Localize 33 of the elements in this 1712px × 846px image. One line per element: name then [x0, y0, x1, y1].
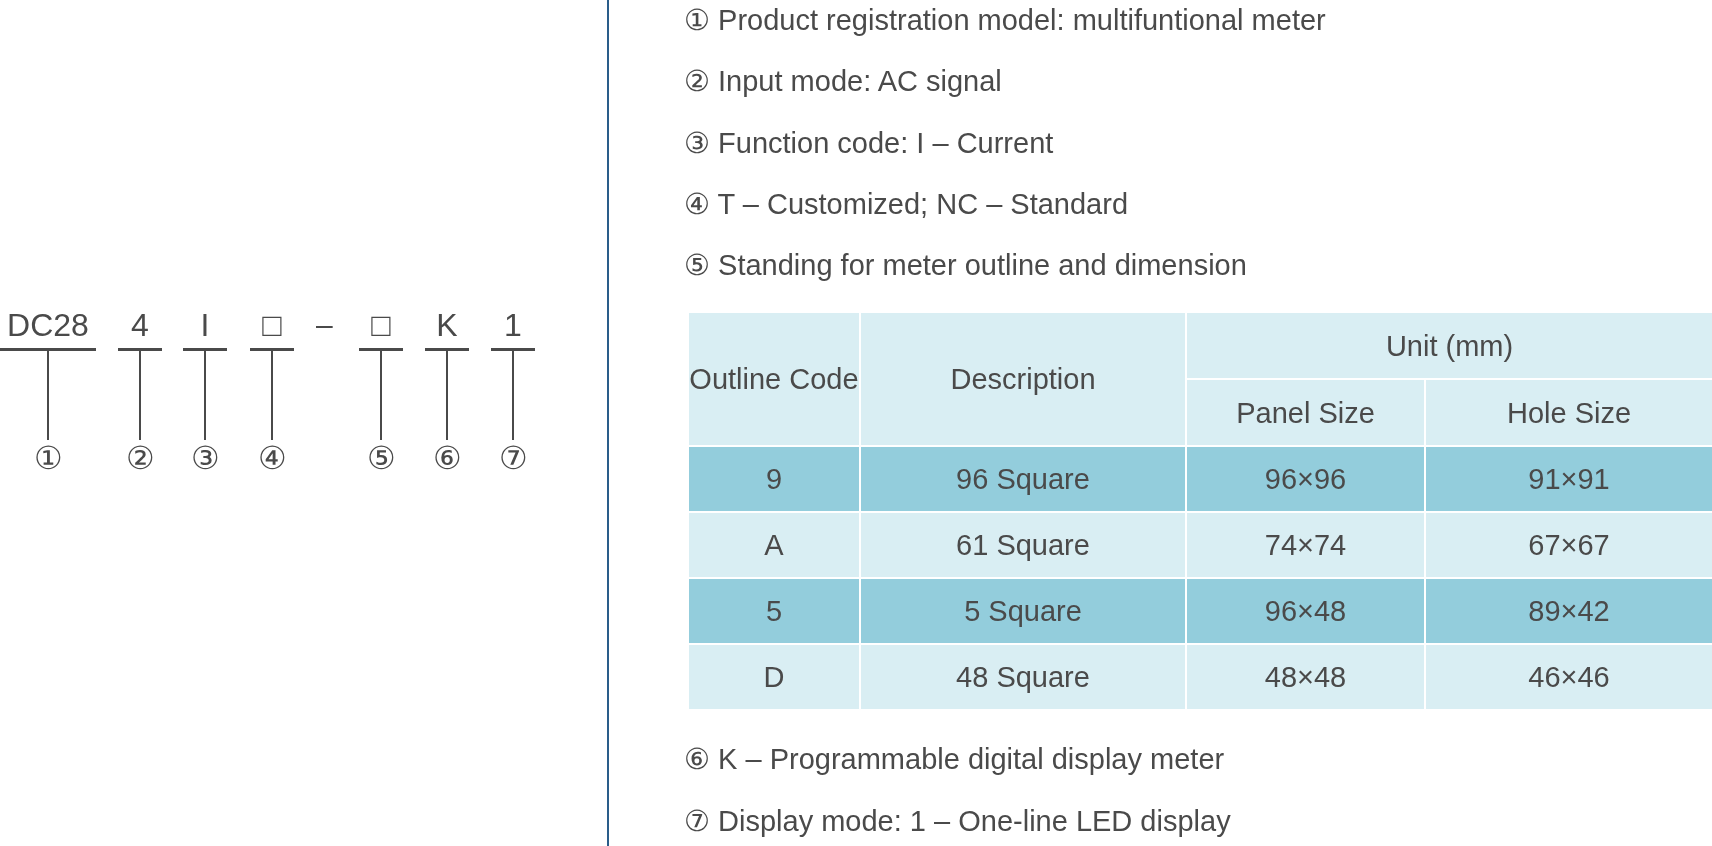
list-item: ② Input mode: AC signal	[684, 64, 1002, 99]
callout-number: ⑦	[493, 440, 533, 476]
list-item: ⑥ K – Programmable digital display meter	[684, 742, 1225, 777]
callout-number: ③	[185, 440, 225, 476]
table-header: Outline Code	[688, 312, 860, 446]
callout-number: ①	[28, 440, 68, 476]
code-segment: 4	[118, 306, 162, 351]
leader-line	[446, 350, 448, 441]
list-item: ③ Function code: I – Current	[684, 126, 1054, 161]
callout-number: ②	[120, 440, 160, 476]
callout-number: ⑥	[427, 440, 467, 476]
list-item: ① Product registration model: multifuntional meter	[684, 3, 1326, 38]
code-segment: DC28	[0, 306, 96, 351]
leader-line	[512, 350, 514, 441]
table-cell: 48 Square	[860, 644, 1186, 710]
leader-line	[47, 350, 49, 441]
leader-line	[380, 350, 382, 441]
callout-number: ④	[252, 440, 292, 476]
leader-line	[139, 350, 141, 441]
separator-dash: –	[316, 307, 333, 343]
code-segment: K	[425, 306, 469, 351]
list-item: ⑦ Display mode: 1 – One-line LED display	[684, 804, 1231, 839]
list-item: ④ T – Customized; NC – Standard	[684, 187, 1129, 222]
callout-number: ⑤	[361, 440, 401, 476]
table-cell: D	[688, 644, 860, 710]
leader-line	[204, 350, 206, 441]
code-segment: I	[183, 306, 227, 351]
code-segment: 1	[491, 306, 535, 351]
table-cell: 48×48	[1186, 644, 1425, 710]
code-segment: □	[250, 306, 294, 351]
code-segment: □	[359, 306, 403, 351]
list-item: ⑤ Standing for meter outline and dimension	[684, 248, 1247, 283]
leader-line	[271, 350, 273, 441]
